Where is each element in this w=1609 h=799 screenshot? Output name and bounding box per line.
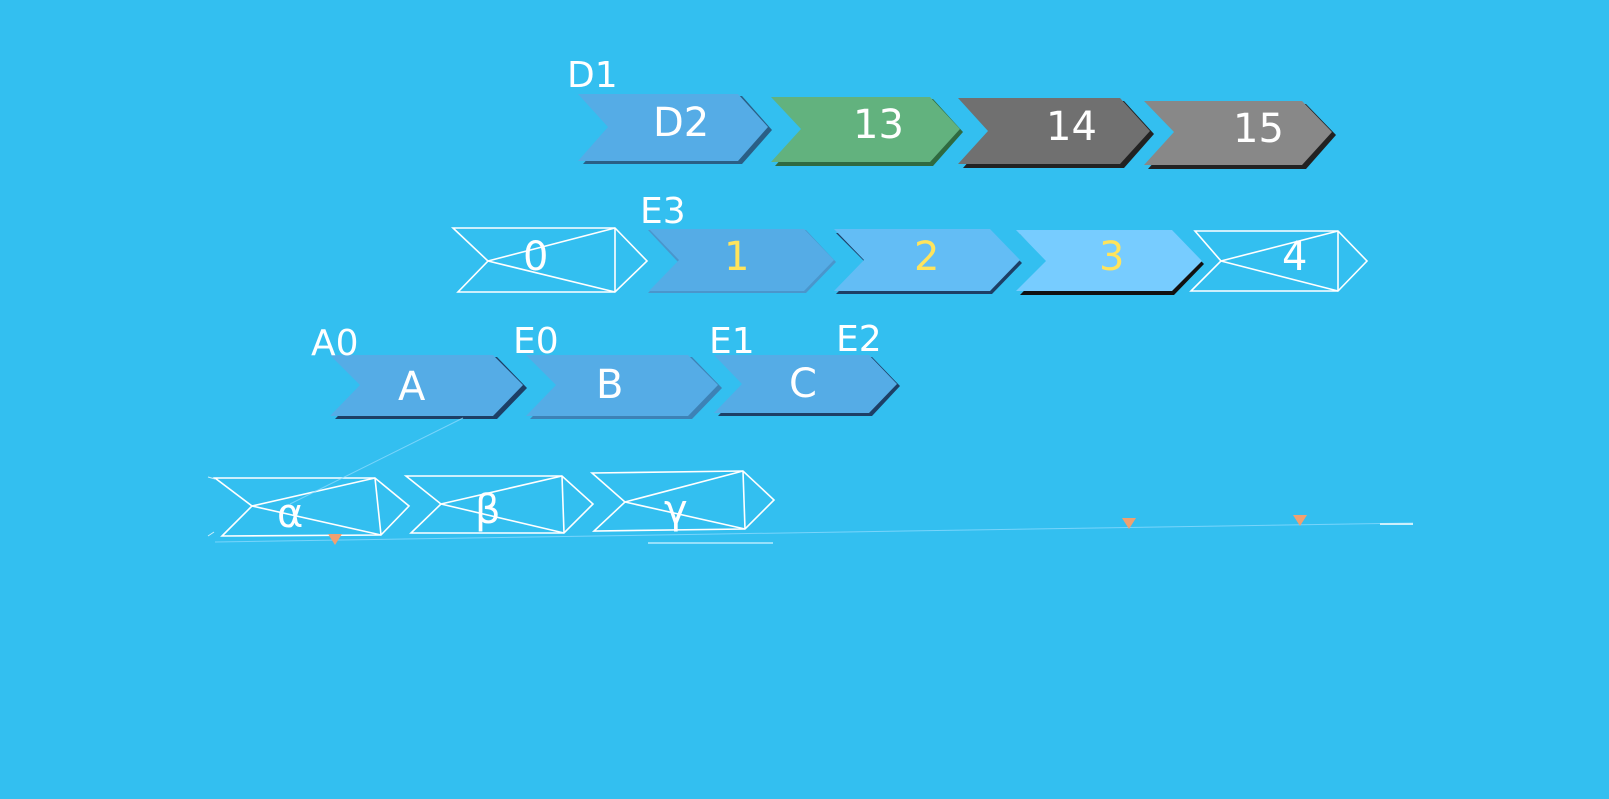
chevron-b	[526, 355, 722, 419]
guide-lines	[207, 417, 1414, 544]
chevron-14	[958, 98, 1154, 168]
chevron-label-14: 14	[1046, 104, 1097, 150]
marker-2	[1122, 518, 1136, 529]
chevron-c	[714, 355, 900, 416]
wireframe-label-gamma: γ	[664, 487, 688, 533]
chevron-label-b: B	[596, 362, 624, 408]
chevron-a	[330, 355, 527, 419]
chevron-label-c: C	[789, 361, 817, 407]
chevron-label-13: 13	[853, 102, 904, 148]
chevron-13	[771, 97, 963, 166]
chevron-label-a: A	[398, 364, 426, 410]
group-label-d1: D1	[567, 55, 618, 96]
chevron-1	[648, 229, 836, 293]
wireframe-box-4	[1189, 230, 1369, 292]
row4-wireframes	[212, 470, 776, 537]
chevron-label-4: 4	[1282, 234, 1308, 280]
group-label-a0: A0	[311, 323, 359, 364]
chevron-label-2: 2	[914, 234, 940, 280]
row2-chevrons	[450, 227, 1369, 295]
wireframe-label-beta: β	[475, 487, 501, 533]
chevron-label-d2: D2	[653, 100, 710, 146]
marker-1	[328, 534, 342, 545]
row1-chevrons	[578, 94, 1336, 169]
wireframe-box-beta	[403, 475, 595, 534]
wireframe-box-0	[450, 227, 649, 293]
group-label-e1: E1	[709, 321, 755, 362]
chevron-label-3: 3	[1099, 234, 1125, 280]
group-label-e2: E2	[836, 319, 882, 360]
marker-points	[328, 515, 1307, 545]
chevron-d2	[578, 94, 772, 164]
group-label-e3: E3	[640, 191, 686, 232]
group-label-e0: E0	[513, 321, 559, 362]
wireframe-label-alpha: α	[277, 491, 304, 537]
chevron-15	[1144, 101, 1336, 169]
chevron-2	[834, 229, 1022, 294]
row3-chevrons	[330, 355, 900, 419]
marker-3	[1293, 515, 1307, 526]
chevron-label-15: 15	[1233, 106, 1284, 152]
wireframe-box-alpha	[212, 477, 411, 537]
chevron-label-1: 1	[724, 234, 750, 280]
chevron-3	[1016, 230, 1204, 295]
chevron-label-0: 0	[523, 234, 549, 280]
wireframe-box-gamma	[589, 470, 776, 532]
